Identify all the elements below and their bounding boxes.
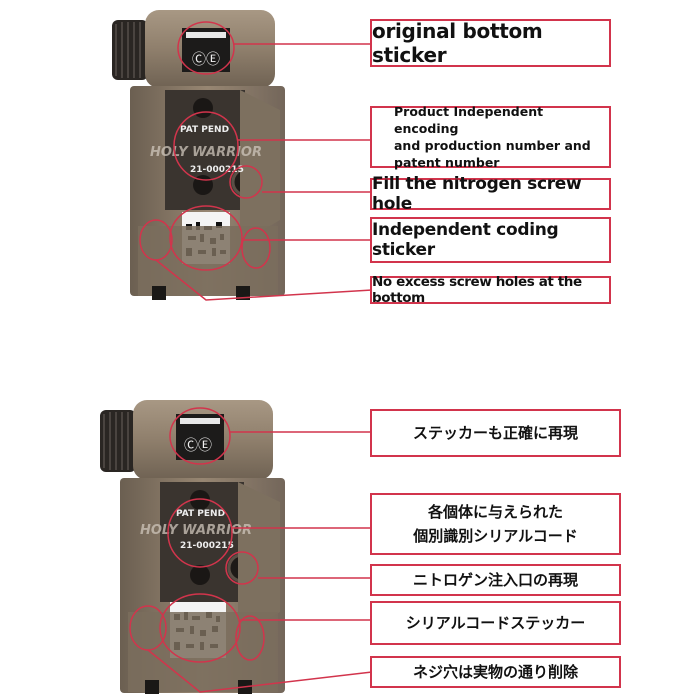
label-encoding-jp: 各個体に与えられた 個別識別シリアルコード <box>370 493 621 555</box>
label-nitrogen-jp: ニトロゲン注入口の再現 <box>370 564 621 596</box>
pat-pend-engraving: PAT PEND <box>176 509 225 519</box>
svg-text:ⒸⒺ: ⒸⒺ <box>184 438 212 454</box>
pat-pend-engraving: PAT PEND <box>180 125 229 135</box>
device-photo-top: ⒸⒺ PAT PEND 21-000215 HOLY WARRIOR <box>112 10 285 300</box>
label-original-bottom-sticker: original bottom sticker <box>370 19 611 67</box>
brand-watermark: HOLY WARRIOR <box>140 523 252 538</box>
svg-text:ⒸⒺ: ⒸⒺ <box>192 52 220 68</box>
serial-engraving: 21-000215 <box>190 165 244 175</box>
label-independent-coding-sticker: Independent coding sticker <box>370 217 611 263</box>
label-nitrogen-screw-hole: Fill the nitrogen screw hole <box>370 174 611 214</box>
label-independent-encoding: Product Independent encoding and product… <box>370 104 611 170</box>
label-coding-sticker-jp: シリアルコードステッカー <box>370 601 621 645</box>
base-screw-hole <box>145 680 159 694</box>
label-sticker-jp: ステッカーも正確に再現 <box>370 409 621 457</box>
adjustment-knob <box>112 20 148 80</box>
serial-engraving: 21-000215 <box>180 541 234 551</box>
label-screws-jp: ネジ穴は実物の通り削除 <box>370 656 621 688</box>
bottom-panel: ⒸⒺ PAT PEND 21-000215 HOLY WARRIOR <box>0 350 700 700</box>
brand-watermark: HOLY WARRIOR <box>150 145 262 160</box>
adjustment-knob <box>100 410 136 472</box>
base-screw-hole <box>152 286 166 300</box>
device-photo-bottom: ⒸⒺ PAT PEND 21-000215 HOLY WARRIOR <box>100 400 285 694</box>
label-no-excess-screw-holes: No excess screw holes at the bottom <box>370 274 611 306</box>
top-panel: ⒸⒺ PAT PEND 21-000215 HOLY WARRIOR <box>112 10 611 306</box>
